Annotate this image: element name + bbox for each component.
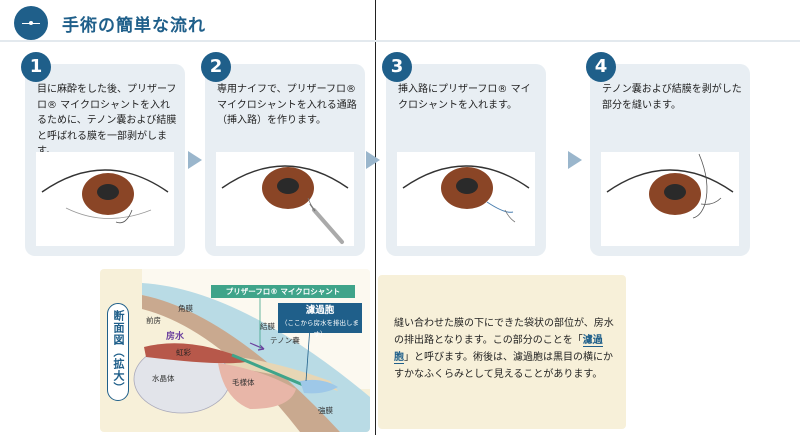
section-title: 手術の簡単な流れ xyxy=(62,15,206,36)
eye-suture-illustration-icon xyxy=(606,153,734,219)
explanation-text: 縫い合わせた膜の下にできた袋状の部位が、房水の排出路となります。この部分のことを… xyxy=(394,315,616,383)
label-lens: 水晶体 xyxy=(152,374,175,383)
explanation-keyword: 濾過胞 xyxy=(394,335,603,364)
step-illustration xyxy=(601,152,739,246)
explanation-part-2: 」と呼びます。術後は、濾過胞は黒目の横にかすかなふくらみとして見えることがありま… xyxy=(394,352,613,380)
section-header: 手術の簡単な流れ xyxy=(14,6,206,40)
step-arrow-icon xyxy=(188,151,202,169)
step-description: 専用ナイフで、プリザーフロ® マイクロシャントを入れる通路（挿入路）を作ります。 xyxy=(217,84,357,126)
label-sclera: 強膜 xyxy=(318,406,333,415)
eye-illustration-icon xyxy=(41,169,169,224)
label-conjunctiva: 結膜 xyxy=(260,322,275,331)
eye-knife-illustration-icon xyxy=(221,165,349,244)
step-description: 目に麻酔をした後、プリザーフロ® マイクロシャントを入れるために、テノン嚢および… xyxy=(37,84,177,157)
step-illustration xyxy=(216,152,354,246)
cross-section-label: 断面図（拡大） xyxy=(107,303,129,401)
step-number: 1 xyxy=(21,52,51,82)
label-aqueous-humor: 房水 xyxy=(166,332,185,342)
bleb-title: 濾過胞 xyxy=(305,305,335,316)
bleb-subtitle: （ここから房水を排出します） xyxy=(281,319,359,338)
bleb-callout: 濾過胞 （ここから房水を排出します） xyxy=(278,303,362,338)
label-tenon: テノン嚢 xyxy=(270,336,300,345)
cross-section-diagram: 断面図（拡大） プリザーフロ® マイクロシャント 濾過胞 （ここから房水を排出し… xyxy=(100,269,370,432)
step-description: 挿入路にプリザーフロ® マイクロシャントを入れます。 xyxy=(398,84,531,111)
step-card-2: 2 専用ナイフで、プリザーフロ® マイクロシャントを入れる通路（挿入路）を作りま… xyxy=(201,52,365,256)
eye-shunt-illustration-icon xyxy=(402,165,530,223)
step-card-1: 1 目に麻酔をした後、プリザーフロ® マイクロシャントを入れるために、テノン嚢お… xyxy=(21,52,185,256)
step-number: 4 xyxy=(586,52,616,82)
explanation-box: 縫い合わせた膜の下にできた袋状の部位が、房水の排出路となります。この部分のことを… xyxy=(378,275,626,429)
step-number: 3 xyxy=(382,52,412,82)
eye-cross-section-icon xyxy=(133,269,370,432)
step-description: テノン嚢および結膜を剥がした部分を縫います。 xyxy=(602,84,742,111)
step-arrow-icon xyxy=(366,151,380,169)
header-rule xyxy=(0,40,800,42)
page-divider xyxy=(375,0,376,435)
label-anterior-chamber: 前房 xyxy=(146,316,161,325)
label-iris: 虹彩 xyxy=(176,348,191,357)
shunt-label: プリザーフロ® マイクロシャント xyxy=(211,285,355,298)
explanation-part-1: 縫い合わせた膜の下にできた袋状の部位が、房水の排出路となります。この部分のことを… xyxy=(394,318,614,346)
label-ciliary-body: 毛様体 xyxy=(232,378,255,387)
step-illustration xyxy=(397,152,535,246)
step-card-3: 3 挿入路にプリザーフロ® マイクロシャントを入れます。 xyxy=(382,52,546,256)
eye-section-icon xyxy=(14,6,48,40)
step-arrow-icon xyxy=(568,151,582,169)
label-cornea: 角膜 xyxy=(178,304,193,313)
step-illustration xyxy=(36,152,174,246)
step-number: 2 xyxy=(201,52,231,82)
step-card-4: 4 テノン嚢および結膜を剥がした部分を縫います。 xyxy=(586,52,750,256)
